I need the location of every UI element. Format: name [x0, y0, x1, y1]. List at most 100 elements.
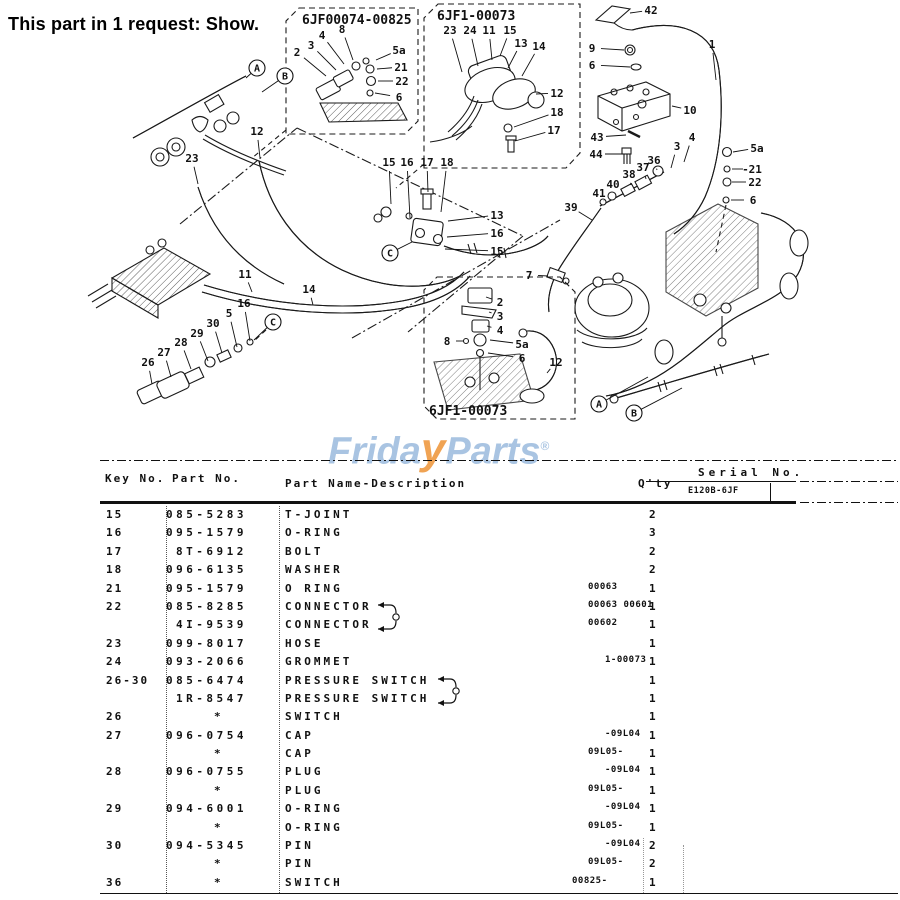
cell-qty: 2: [649, 563, 657, 577]
cell-serial: -09L04: [605, 765, 641, 776]
cell-serial: -09L04: [605, 728, 641, 739]
balloon-letter-circle: [625, 404, 643, 422]
callout-number: 17: [420, 156, 433, 169]
callout-leader: [344, 37, 354, 61]
callout-leader: [521, 53, 535, 77]
show-link[interactable]: Show.: [205, 14, 260, 34]
callout-number: 16: [400, 156, 414, 169]
cell-key-no: 26-30: [106, 673, 150, 687]
balloon-letter-circle: [590, 395, 608, 413]
callout-number: 14: [532, 40, 546, 53]
cell-part-no: 085-8285: [166, 599, 247, 613]
callout-number: 10: [683, 104, 696, 117]
cell-key-no: 30: [106, 839, 124, 853]
callout-leader: [447, 215, 489, 222]
callout-number: 6: [519, 352, 526, 365]
logo-text: Parts: [445, 430, 541, 473]
cell-part-no: 8T-6912: [176, 544, 247, 558]
callout-leader: [683, 145, 690, 163]
cell-qty: 1: [649, 765, 657, 779]
callout-number: 17: [547, 124, 560, 137]
callout-leader: [629, 10, 643, 14]
cell-description: PLUG: [285, 765, 324, 779]
callout-number: 12: [549, 356, 562, 369]
callout-number: 37: [636, 161, 649, 174]
column-divider-qty: [643, 838, 644, 893]
callout-leader: [670, 154, 676, 169]
callout-number: 8: [444, 335, 451, 348]
cell-qty: 1: [649, 783, 657, 797]
callout-leader: [327, 41, 345, 65]
callout-number: 9: [589, 42, 596, 55]
callout-number: 14: [302, 283, 316, 296]
callout-leader: [257, 139, 261, 159]
callout-leader: [388, 170, 392, 205]
callout-number: 7: [526, 269, 533, 282]
balloon-letter: C: [270, 318, 276, 329]
cell-qty: 1: [649, 599, 657, 613]
callout-leader: [537, 275, 549, 277]
cell-serial: 00063: [588, 581, 618, 592]
callout-leader: [487, 352, 514, 358]
column-divider-part: [166, 506, 167, 893]
callout-number: 8: [339, 23, 346, 36]
callout-leader: [712, 52, 717, 81]
cell-description: CAP: [285, 747, 314, 761]
balloon-letter-circle: [381, 244, 399, 262]
callout-number: 11: [238, 268, 252, 281]
cell-description: O-RING: [285, 820, 343, 834]
callout-number: 15: [382, 156, 395, 169]
logo-swoosh: y: [420, 424, 446, 474]
callout-leader: [514, 132, 546, 142]
callout-number: 13: [490, 209, 503, 222]
balloon-letter-circle: [264, 313, 282, 331]
cell-key-no: 28: [106, 765, 124, 779]
inset-box-label: 6JF1-00073: [429, 404, 507, 419]
callout-number: 26: [141, 356, 155, 369]
callout-number: 39: [564, 201, 577, 214]
callout-number: 12: [550, 87, 563, 100]
callout-number: 23: [185, 152, 198, 165]
cell-part-no: 099-8017: [166, 636, 247, 650]
callout-leader: [165, 360, 172, 378]
callout-leader: [446, 233, 489, 238]
callout-leader: [183, 350, 192, 370]
diagram-line-art: [87, 3, 809, 420]
callout-leader: [488, 311, 492, 314]
balloon-letter: C: [387, 249, 393, 260]
callout-leader: [193, 166, 199, 185]
callout-leader: [489, 339, 514, 344]
cell-description: SWITCH: [285, 710, 343, 724]
callout-number: 3: [674, 140, 681, 153]
cell-serial: 00063 00601: [588, 599, 654, 610]
header-qty: Q'ty: [638, 477, 673, 490]
cell-part-no: 094-6001: [166, 802, 247, 816]
cell-key-no: 23: [106, 636, 124, 650]
registered-mark: ®: [540, 439, 550, 453]
cell-qty: 1: [649, 820, 657, 834]
cell-description: WASHER: [285, 563, 343, 577]
callout-leader: [535, 92, 549, 95]
cell-serial: 09L05-: [588, 783, 624, 794]
callout-number: 2: [294, 46, 301, 59]
balloon-leader: [640, 387, 683, 410]
callout-leader: [374, 92, 391, 96]
callout-number: -21: [742, 163, 762, 176]
cell-description: O-RING: [285, 802, 343, 816]
cell-qty: 1: [649, 673, 657, 687]
callout-number: 6: [396, 91, 403, 104]
fridayparts-watermark: FridayParts®: [328, 426, 549, 472]
callout-number: 4: [319, 29, 326, 42]
callout-leader: [605, 134, 627, 137]
cell-qty: 2: [649, 839, 657, 853]
balloon-leader: [605, 376, 649, 401]
